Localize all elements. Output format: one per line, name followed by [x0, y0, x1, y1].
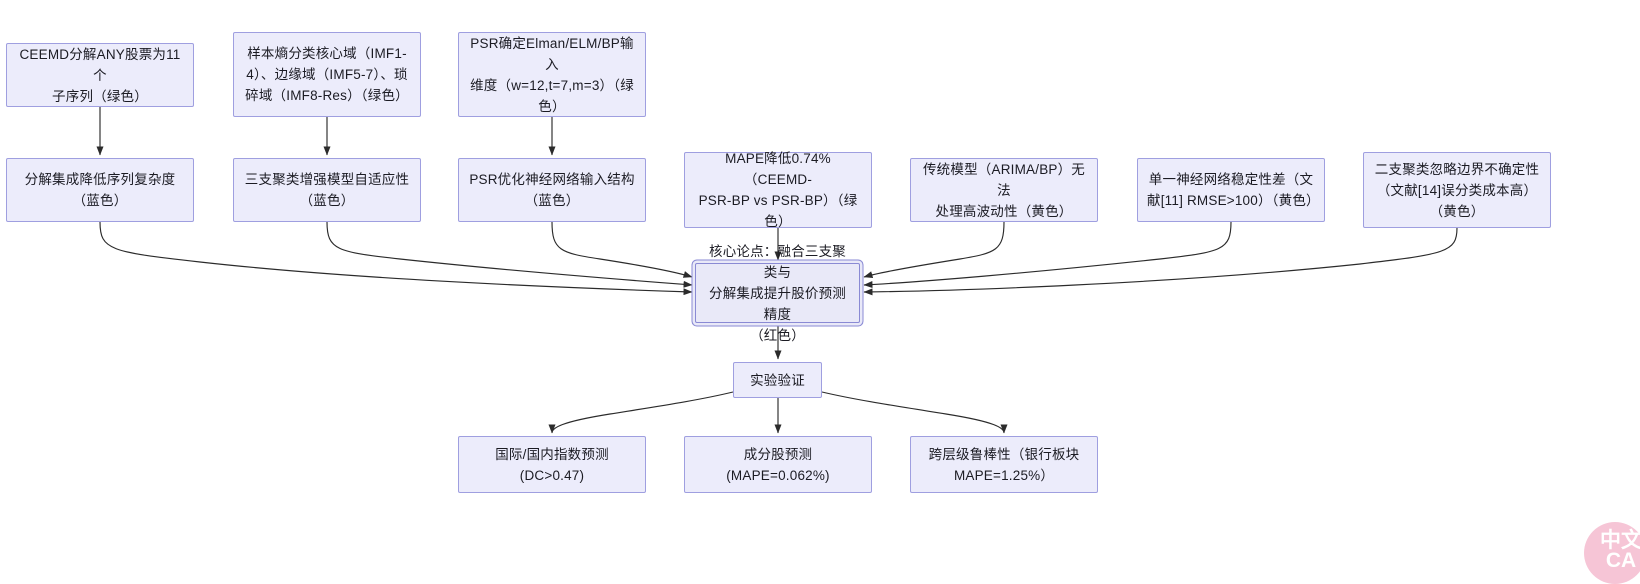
node-sample-entropy-domains[interactable]: 样本熵分类核心域（IMF1- 4）、边缘域（IMF5-7）、琐 碎域（IMF8-… — [233, 32, 421, 117]
node-reduce-complexity[interactable]: 分解集成降低序列复杂度 （蓝色） — [6, 158, 194, 222]
node-cross-level-robustness-result[interactable]: 跨层级鲁棒性（银行板块 MAPE=1.25%） — [910, 436, 1098, 493]
edge-n9-core — [863, 221, 1232, 289]
node-label: 实验验证 — [750, 372, 805, 388]
edge-n8-core — [863, 221, 1005, 279]
node-label: 单一神经网络稳定性差（文 献[11] RMSE>100）（黄色） — [1147, 172, 1320, 208]
node-label: 跨层级鲁棒性（银行板块 MAPE=1.25%） — [928, 446, 1080, 483]
node-three-way-clustering-adaptivity[interactable]: 三支聚类增强模型自适应性 （蓝色） — [233, 158, 421, 222]
node-label: PSR确定Elman/ELM/BP输入 维度（w=12,t=7,m=3）（绿 色… — [470, 35, 634, 114]
node-label: 核心论点：融合三支聚类与 分解集成提升股价预测精度 （红色） — [709, 243, 846, 343]
node-single-network-instability[interactable]: 单一神经网络稳定性差（文 献[11] RMSE>100）（黄色） — [1137, 158, 1325, 222]
watermark-text: 中文 CA — [1600, 529, 1640, 572]
node-traditional-model-limitation[interactable]: 传统模型（ARIMA/BP）无法 处理高波动性（黄色） — [910, 158, 1098, 222]
node-psr-input-dimension[interactable]: PSR确定Elman/ELM/BP输入 维度（w=12,t=7,m=3）（绿 色… — [458, 32, 646, 117]
node-label: 二支聚类忽略边界不确定性 （文献[14]误分类成本高） （黄色） — [1374, 161, 1540, 219]
node-constituent-stock-result[interactable]: 成分股预测 (MAPE=0.062%) — [684, 436, 872, 493]
node-psr-optimize-structure[interactable]: PSR优化神经网络输入结构 （蓝色） — [458, 158, 646, 222]
edge-exp-o3 — [821, 391, 1008, 434]
node-mape-reduction[interactable]: MAPE降低0.74%（CEEMD- PSR-BP vs PSR-BP）（绿 色… — [684, 151, 872, 229]
edge-n10-core — [863, 227, 1458, 296]
edge-exp-o1 — [548, 391, 734, 434]
node-ceemd-decompose[interactable]: CEEMD分解ANY股票为11个 子序列（绿色） — [6, 43, 194, 107]
node-label: 国际/国内指数预测 (DC>0.47) — [495, 446, 609, 483]
node-label: 分解集成降低序列复杂度 （蓝色） — [24, 172, 176, 208]
edge-n4-core — [99, 221, 693, 296]
node-label: PSR优化神经网络输入结构 （蓝色） — [469, 172, 635, 208]
node-experimental-validation[interactable]: 实验验证 — [733, 362, 822, 398]
node-label: 三支聚类增强模型自适应性 （蓝色） — [244, 172, 410, 208]
edge-n5-core — [326, 221, 693, 288]
node-index-forecast-result[interactable]: 国际/国内指数预测 (DC>0.47) — [458, 436, 646, 493]
watermark-badge: 中文 CA — [1584, 522, 1640, 584]
node-label: 传统模型（ARIMA/BP）无法 处理高波动性（黄色） — [922, 161, 1085, 219]
node-label: 样本熵分类核心域（IMF1- 4）、边缘域（IMF5-7）、琐 碎域（IMF8-… — [245, 46, 409, 103]
node-label: CEEMD分解ANY股票为11个 子序列（绿色） — [19, 46, 181, 104]
node-two-way-clustering-limitation[interactable]: 二支聚类忽略边界不确定性 （文献[14]误分类成本高） （黄色） — [1363, 152, 1551, 228]
node-label: MAPE降低0.74%（CEEMD- PSR-BP vs PSR-BP）（绿 色… — [698, 151, 858, 229]
node-label: 成分股预测 (MAPE=0.062%) — [726, 446, 830, 483]
edge-n6-core — [551, 221, 693, 278]
node-core-thesis[interactable]: 核心论点：融合三支聚类与 分解集成提升股价预测精度 （红色） — [695, 244, 860, 343]
